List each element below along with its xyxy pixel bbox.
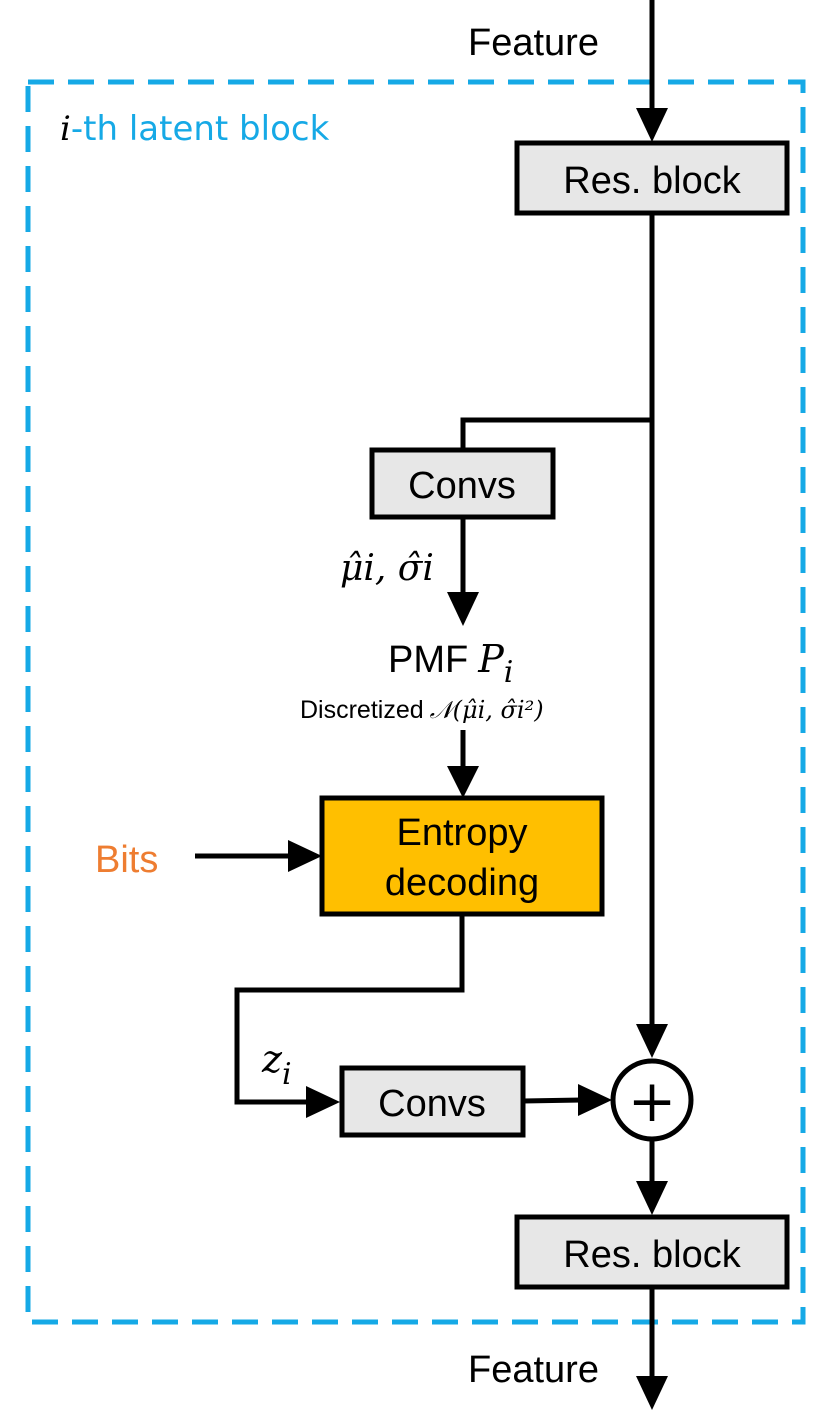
res-block-bottom <box>514 1214 790 1290</box>
z-label: zi <box>261 1037 292 1092</box>
res-block-top <box>514 140 790 216</box>
pmf-text: PMF <box>388 639 468 681</box>
convs-top-label: Convs <box>408 465 516 507</box>
feature-output-label: Feature <box>468 1349 599 1391</box>
pmf-to-entropy-arrowhead <box>447 766 479 798</box>
block-title-var: i <box>60 109 71 149</box>
entropy-line-2: decoding <box>385 862 539 904</box>
pmf-sub: i <box>504 655 514 690</box>
z-var: z <box>261 1037 283 1081</box>
bits-label: Bits <box>95 839 158 881</box>
output-arrowhead <box>636 1376 668 1410</box>
entropy-line-1: Entropy <box>397 812 528 854</box>
bits-arrowhead <box>288 840 322 872</box>
plus-symbol: + <box>628 1067 677 1135</box>
plus-to-res-arrowhead <box>636 1181 668 1215</box>
z-sub: i <box>282 1057 292 1092</box>
discretized-text: Discretized <box>300 696 424 724</box>
res-block-top-label: Res. block <box>563 160 741 202</box>
z-arrowhead <box>306 1086 340 1118</box>
latent-block-border <box>25 79 806 1325</box>
convs-to-plus-arrowhead <box>578 1084 612 1116</box>
convs-to-plus-line <box>522 1097 583 1104</box>
branch-line <box>460 417 652 450</box>
res-block-bottom-label: Res. block <box>563 1234 741 1276</box>
convs-bottom <box>339 1065 526 1138</box>
convs-to-pmf-arrowhead <box>447 592 479 626</box>
trunk-arrowhead <box>636 1024 668 1058</box>
convs-bottom-label: Convs <box>378 1083 486 1125</box>
entropy-to-z-line <box>234 914 465 1105</box>
feature-input-label: Feature <box>468 22 599 64</box>
block-title-text: -th latent block <box>71 109 330 149</box>
params-label: μ̂i, σ̂i <box>340 548 434 589</box>
input-arrowhead <box>636 108 668 142</box>
latent-block-title: i-th latent block <box>60 109 330 149</box>
normal-expression: 𝒩(μ̂i, σ̂i²) <box>430 696 544 724</box>
pmf-var: P <box>477 637 505 681</box>
